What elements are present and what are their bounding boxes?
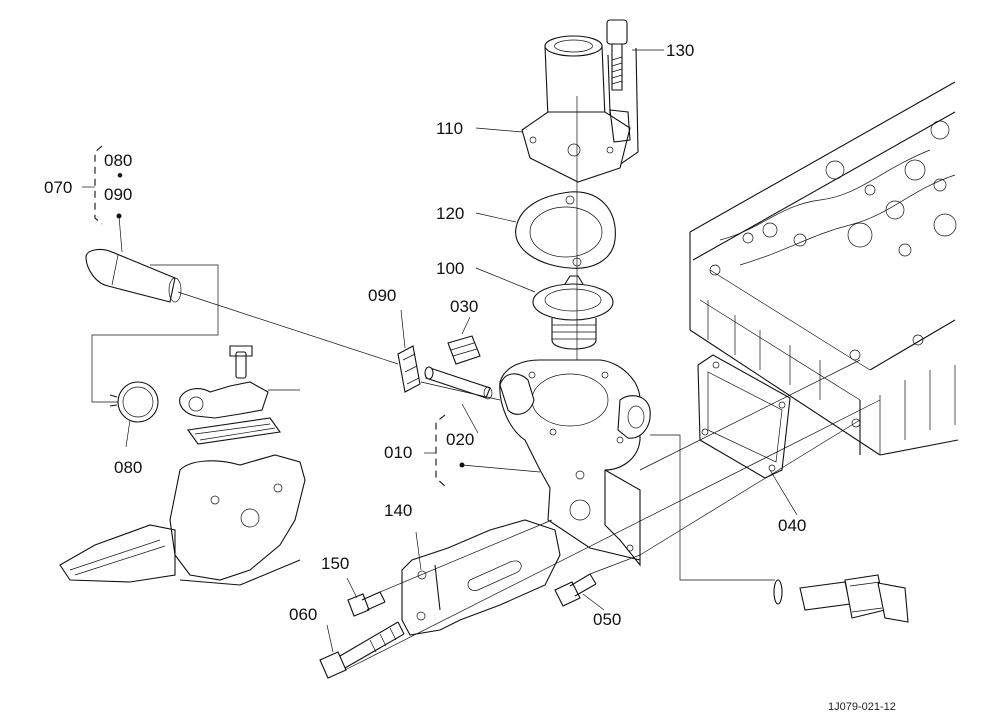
figure-code: 1J079-021-12 (828, 701, 896, 713)
bracket-140-part (401, 519, 561, 636)
water-pump-illustration (59, 345, 306, 586)
callout-060: 060 (289, 605, 317, 624)
cylinder-head-illustration (689, 81, 959, 456)
plug-030-part (447, 335, 481, 365)
group-separator-dot: • (117, 166, 123, 185)
callout-120: 120 (436, 204, 464, 223)
callout-130: 130 (666, 41, 694, 60)
bolt-150-part (347, 591, 386, 617)
hose-clamp-090-part (397, 345, 421, 393)
group-bracket-070 (94, 145, 103, 225)
callout-150: 150 (321, 554, 349, 573)
bolt-130-part (606, 19, 628, 91)
leader-lines (116, 49, 798, 653)
leader-dot-070 (116, 213, 122, 219)
callout-080: 080 (114, 458, 142, 477)
group-bracket-010 (435, 414, 448, 489)
assembly-guide-lines (91, 264, 881, 671)
temperature-sensor-part (773, 574, 909, 623)
callout-100: 100 (436, 259, 464, 278)
callout-090-group: 090 (104, 185, 132, 204)
bolt-060-part (319, 621, 405, 679)
leader-dot-010 (459, 462, 465, 468)
bolt-050-part (554, 573, 597, 607)
callout-110: 110 (436, 119, 463, 138)
hose-070-part (85, 248, 182, 303)
callout-090: 090 (368, 286, 396, 305)
clamp-080-part (109, 381, 159, 423)
thermostat-housing-part (499, 359, 651, 567)
gasket-040-part (697, 354, 791, 479)
callout-010: 010 (384, 443, 412, 462)
callout-070: 070 (44, 178, 72, 197)
callout-140: 140 (384, 501, 412, 520)
callout-050: 050 (593, 610, 621, 629)
callout-030: 030 (450, 297, 478, 316)
thermostat-100-part (532, 275, 614, 350)
callout-020: 020 (446, 430, 474, 449)
tube-020-part (424, 366, 493, 400)
gasket-120-part (515, 191, 616, 269)
callout-labels: 130 110 080 070 • 090 120 100 090 030 02… (44, 41, 896, 713)
callout-080-group: 080 (104, 151, 132, 170)
thermostat-cover-part (521, 35, 639, 183)
callout-040: 040 (778, 516, 806, 535)
